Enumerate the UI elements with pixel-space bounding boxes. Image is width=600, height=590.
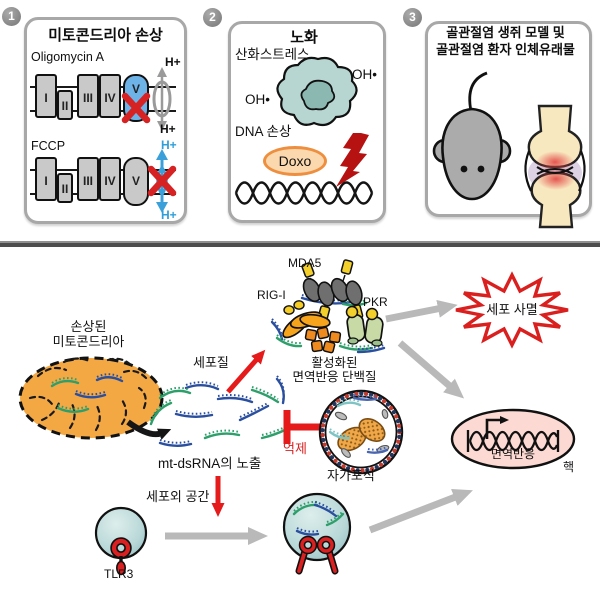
panel2-title: 노화 <box>290 29 318 46</box>
section-divider <box>0 241 600 247</box>
svg-text:V: V <box>132 174 140 188</box>
svg-text:IV: IV <box>104 174 115 188</box>
proton-channel-gray <box>152 67 172 131</box>
damaged-mitochondria-label: 손상된 미토콘드리아 <box>52 319 125 349</box>
senescent-cell <box>276 56 358 127</box>
damaged-mitochondria-icon <box>18 356 164 440</box>
svg-text:II: II <box>62 182 69 196</box>
damaged-dna-helix <box>234 181 374 205</box>
autophagosome-icon <box>318 389 404 475</box>
pathway-diagram <box>18 259 576 576</box>
badge-2: 2 <box>203 8 222 27</box>
cytoplasm-arrow <box>226 349 266 394</box>
mt-dsrna-cluster <box>149 375 289 447</box>
autophagy-label: 자가포식 <box>327 468 375 483</box>
panel3-title: 골관절염 생쥐 모델 및 골관절염 환자 인체유래물 <box>436 25 575 57</box>
gray-flow-arrows <box>165 299 473 545</box>
knee-joint-icon <box>524 104 586 229</box>
svg-text:II: II <box>62 99 69 113</box>
svg-text:I: I <box>44 91 47 105</box>
cell-death-starburst <box>455 271 569 349</box>
oligomycin-row: I II III IV V <box>30 67 176 131</box>
proton-label-4: H+ <box>161 208 177 222</box>
svg-text:IV: IV <box>104 91 115 105</box>
mouse-icon <box>432 71 512 201</box>
nucleus-icon <box>450 408 576 470</box>
dna-damage-label: DNA 손상 <box>235 124 292 139</box>
oa-models-diagram <box>432 71 586 229</box>
hydroxyl-radical-right: OH• <box>352 67 377 82</box>
oxidative-stress-label: 산화스트레스 <box>235 47 310 62</box>
etc-diagram: I II III IV V I II III IV V <box>30 67 177 213</box>
transcription-arrow <box>485 416 509 439</box>
release-arrow <box>126 419 172 440</box>
treatment-oligomycin-label: Oligomycin A <box>31 50 104 64</box>
tlr3-cell <box>94 506 148 576</box>
mt-dsrna-release-label: mt-dsRNA의 노출 <box>158 456 262 471</box>
rig-i-protein <box>270 300 342 354</box>
badge-3: 3 <box>403 8 422 27</box>
red-x-proton-leak <box>147 165 177 197</box>
cell-death-label: 세포 사멸 <box>486 302 538 317</box>
svg-text:I: I <box>44 174 47 188</box>
endosome-cell <box>282 492 352 575</box>
red-x-complex-v <box>121 92 151 124</box>
treatment-fccp-label: FCCP <box>31 139 66 153</box>
badge-1: 1 <box>2 7 21 26</box>
svg-text:III: III <box>83 91 93 105</box>
cytoplasm-label: 세포질 <box>193 355 229 370</box>
tlr3-label: TLR3 <box>104 567 134 581</box>
proton-label-3: H+ <box>161 138 177 152</box>
pkr-protein <box>338 305 386 354</box>
immune-response-label: 면역반응 <box>490 447 536 461</box>
proton-label-1: H+ <box>165 55 181 69</box>
activated-proteins-label: 활성화된 면역반응 단백질 <box>292 356 377 385</box>
svg-text:III: III <box>83 174 93 188</box>
lightning-bolt-icon <box>336 133 369 187</box>
proton-label-2: H+ <box>160 122 176 136</box>
doxo-pill: Doxo <box>263 146 327 176</box>
hydroxyl-radical-left: OH• <box>245 92 270 107</box>
pkr-label: PKR <box>363 295 388 309</box>
panel1-title: 미토콘드리아 손상 <box>48 27 163 44</box>
extracellular-space-label: 세포외 공간 <box>146 489 210 504</box>
inhibition-tbar <box>283 410 320 444</box>
fccp-row: I II III IV V <box>30 149 177 213</box>
nucleus-label: 핵 <box>563 460 575 474</box>
inhibition-label: 억제 <box>283 441 307 456</box>
mda5-label: MDA5 <box>288 256 322 270</box>
rig-i-label: RIG-I <box>257 288 286 302</box>
tlr3-dimer <box>295 535 339 575</box>
svg-text:V: V <box>132 82 140 96</box>
tlr3-receptor-tail <box>116 560 127 576</box>
aging-diagram <box>234 56 374 205</box>
